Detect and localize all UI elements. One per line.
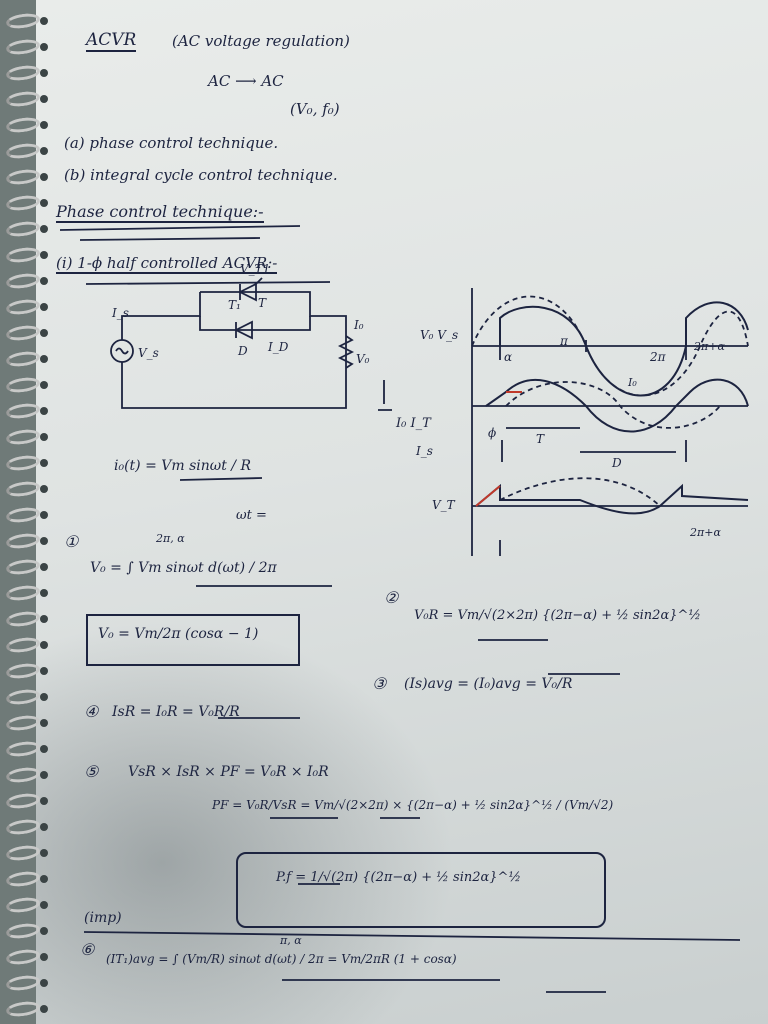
eq3-label: ③ [372,674,387,693]
heading: ACVR [86,30,137,52]
eq5-result-box [236,852,606,928]
waveform-2pi-alpha: 2π+α [694,340,725,353]
binding-hole [40,693,48,701]
eq1: V₀ = ∫ Vm sinωt d(ωt) / 2π [90,560,277,576]
equation-wt: ωt = [236,508,267,523]
waveform-vs-label: V₀ V_s [420,328,459,342]
circuit-diode-label: D [238,344,248,358]
eq1-label: ① [64,532,79,551]
binding-hole [40,875,48,883]
circuit-output-current: I₀ [354,318,364,332]
binding-hole [40,355,48,363]
binding-hole [40,1005,48,1013]
waveform-is-label: I_s [416,444,433,458]
waveform-vt-label: V_T [432,498,455,512]
circuit-output-voltage: V₀ [356,352,370,366]
binding-hole [40,641,48,649]
method-a: (a) phase control technique. [64,134,279,152]
waveform-alpha: α [504,350,513,364]
binding-hole [40,17,48,25]
binding-hole [40,147,48,155]
eq2-label: ② [384,588,399,607]
eq5a: VsR × IsR × PF = V₀R × I₀R [128,764,329,780]
binding-hole [40,433,48,441]
binding-hole [40,537,48,545]
eq3: (Is)avg = (I₀)avg = V₀/R [404,676,573,692]
binding-hole [40,927,48,935]
binding-hole [40,277,48,285]
eq5-result: P.f = 1/√(2π) {(2π−α) + ½ sin2α}^½ [276,870,522,885]
waveform-d-label: D [612,456,622,470]
method-b: (b) integral cycle control technique. [64,166,338,184]
binding-hole [40,589,48,597]
waveform-io-extra: I₀ [628,376,637,389]
binding-hole [40,225,48,233]
eq2: V₀R = Vm/√(2×2π) {(2π−α) + ½ sin2α}^½ [414,608,701,623]
waveform-io-label: I₀ I_T [396,416,431,431]
eq5-label: ⑤ [84,762,99,781]
conversion-params: (V₀, f₀) [290,100,340,118]
eq4: IsR = I₀R = V₀R/R [112,704,240,720]
binding-hole [40,95,48,103]
eq6: (IT₁)avg = ∫ (Vm/R) sinωt d(ωt) / 2π = V… [106,952,457,966]
binding-hole [40,69,48,77]
binding-hole [40,121,48,129]
binding-hole [40,849,48,857]
circuit-scr-voltage: V_T1 [240,262,271,276]
binding-hole [40,485,48,493]
binding-hole [40,329,48,337]
waveform-t-label: T [536,432,545,446]
circuit-source-current: I_s [112,306,129,320]
eq1-result-box [86,614,300,666]
binding-hole [40,199,48,207]
binding-hole [40,719,48,727]
binding-hole [40,823,48,831]
binding-hole [40,459,48,467]
equation-current: i₀(t) = Vm sinωt / R [114,458,251,474]
eq1-result: V₀ = Vm/2π (cosα − 1) [98,626,259,642]
waveform-2pi-alpha-bottom: 2π+α [690,526,721,539]
eq1-limits: 2π, α [156,532,185,545]
eq5b: PF = V₀R/VsR = Vm/√(2×2π) × {(2π−α) + ½ … [212,798,614,812]
spiral-binding [0,0,48,1024]
binding-hole [40,667,48,675]
binding-hole [40,797,48,805]
binding-hole [40,173,48,181]
waveform-phi: ϕ [488,426,497,440]
waveform-2pi: 2π [650,350,666,364]
imp-note: (imp) [84,910,122,926]
binding-hole [40,745,48,753]
eq4-label: ④ [84,702,99,721]
waveform-pi: π [560,334,568,348]
binding-hole [40,511,48,519]
page-shadow [36,620,456,1024]
circuit-scr-top-label: T [258,296,267,310]
binding-hole [40,615,48,623]
binding-hole [40,303,48,311]
binding-hole [40,953,48,961]
eq6-limits: π, α [280,934,302,947]
binding-hole [40,251,48,259]
section-title: Phase control technique:- [56,202,264,223]
eq6-label: ⑥ [80,940,95,959]
circuit-source-label: V_s [138,346,159,360]
binding-hole [40,771,48,779]
heading-full: (AC voltage regulation) [172,32,350,50]
conversion: AC ⟶ AC [208,72,284,90]
circuit-diode-current: I_D [268,340,289,354]
binding-hole [40,979,48,987]
binding-hole [40,43,48,51]
binding-hole [40,901,48,909]
binding-hole [40,381,48,389]
binding-hole [40,407,48,415]
circuit-scr-label: T₁ [228,298,241,312]
subsection-title: (i) 1-ϕ half controlled ACVR:- [56,254,278,274]
binding-hole [40,563,48,571]
